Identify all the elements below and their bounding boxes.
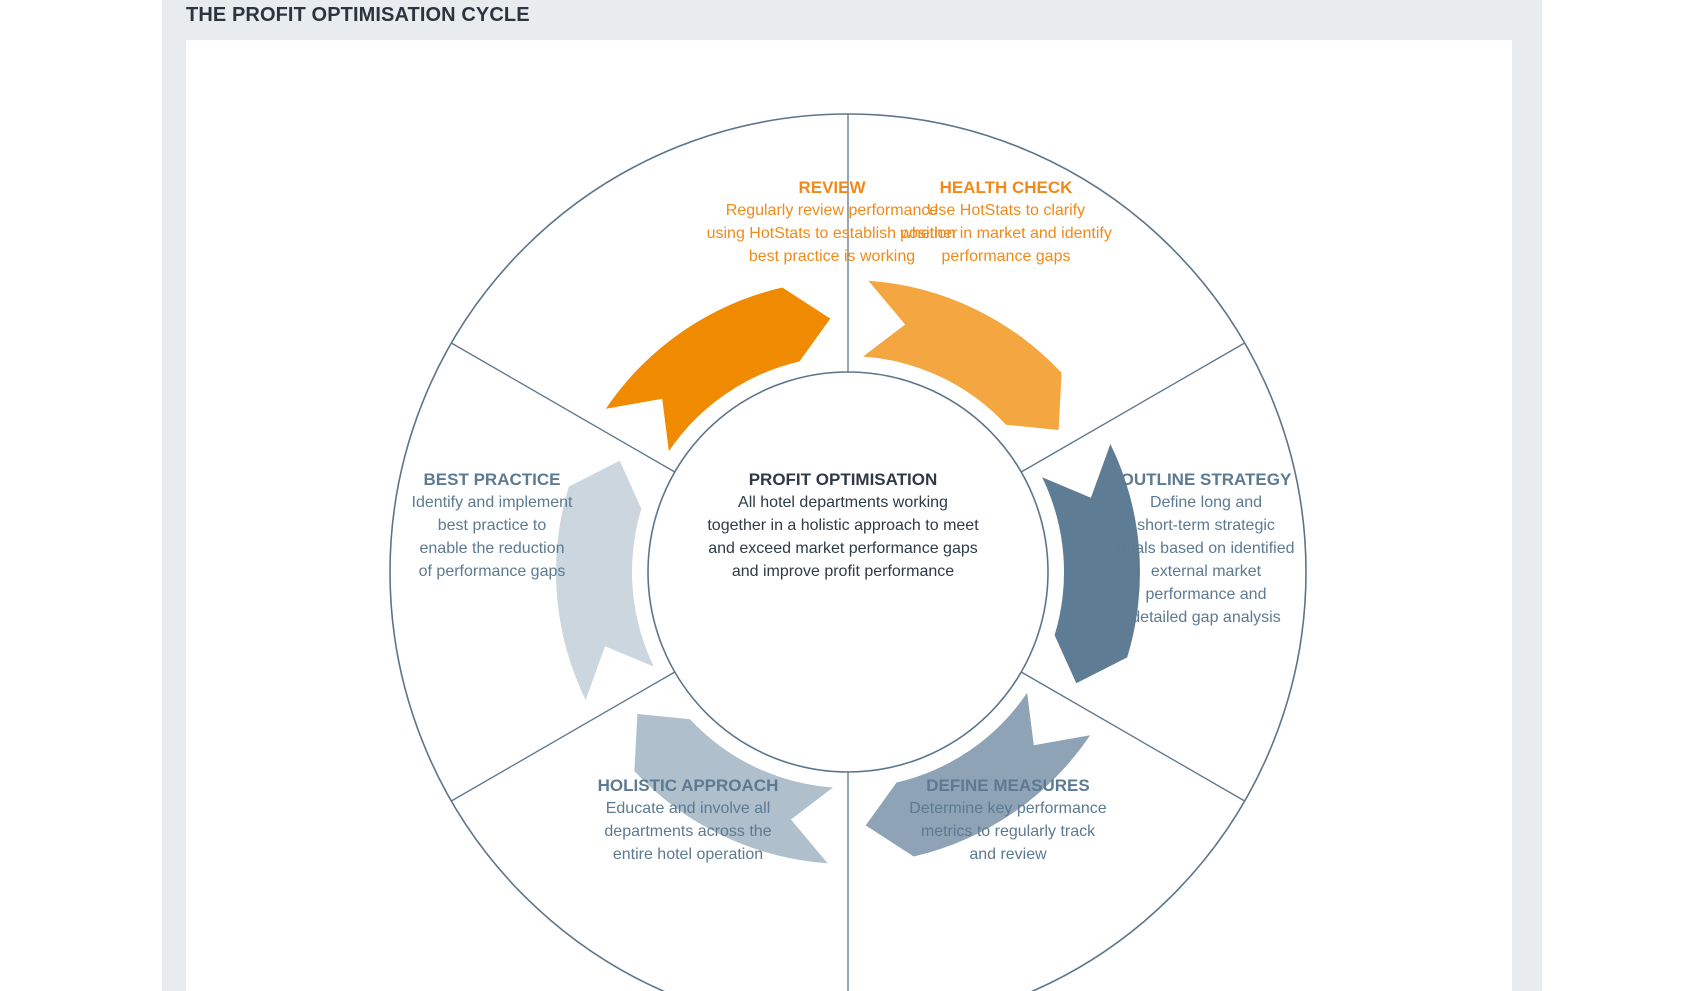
diagram-card: REVIEW Regularly review performance usin… (186, 40, 1512, 991)
segment-define-measures-body: Determine key performance metrics to reg… (909, 800, 1107, 863)
profit-cycle-diagram (389, 113, 1307, 991)
segment-divider-6 (451, 342, 676, 473)
arrow-review (605, 287, 831, 452)
page-title: THE PROFIT OPTIMISATION CYCLE (186, 4, 530, 26)
segment-review-body: Regularly review performance using HotSt… (706, 202, 958, 265)
center-body: All hotel departments working together i… (707, 494, 979, 580)
segment-holistic-approach-text: HOLISTIC APPROACH Educate and involve al… (538, 774, 838, 866)
inner-circle (647, 371, 1049, 773)
segment-divider-2 (1020, 342, 1245, 473)
segment-outline-strategy-heading: OUTLINE STRATEGY (1120, 470, 1292, 489)
center-text: PROFIT OPTIMISATION All hotel department… (693, 468, 993, 583)
segment-holistic-approach-body: Educate and involve all departments acro… (604, 800, 772, 863)
segment-outline-strategy-text: OUTLINE STRATEGY Define long and short-t… (1106, 468, 1306, 629)
segment-review-heading: REVIEW (798, 178, 866, 197)
arrow-define-measures (865, 692, 1091, 857)
segment-health-check-text: HEALTH CHECK Use HotStats to clarify pos… (856, 176, 1156, 268)
arrow-health-check (863, 280, 1062, 430)
arrow-outline-strategy (1042, 444, 1140, 684)
segment-holistic-approach-heading: HOLISTIC APPROACH (597, 776, 779, 795)
segment-divider-5 (451, 671, 676, 802)
segment-best-practice-heading: BEST PRACTICE (423, 470, 561, 489)
segment-best-practice-body: Identify and implement best practice to … (411, 494, 573, 580)
segment-divider-3 (1020, 671, 1245, 802)
segment-define-measures-text: DEFINE MEASURES Determine key performanc… (858, 774, 1158, 866)
segment-health-check-heading: HEALTH CHECK (939, 178, 1073, 197)
segment-health-check-body: Use HotStats to clarify position in mark… (900, 202, 1112, 265)
arrow-holistic-approach (634, 714, 833, 864)
segment-define-measures-heading: DEFINE MEASURES (926, 776, 1090, 795)
center-heading: PROFIT OPTIMISATION (748, 470, 938, 489)
arrow-best-practice (556, 460, 654, 700)
segment-outline-strategy-body: Define long and short-term strategic goa… (1117, 494, 1295, 626)
segment-best-practice-text: BEST PRACTICE Identify and implement bes… (382, 468, 602, 583)
segment-review-text: REVIEW Regularly review performance usin… (672, 176, 992, 268)
